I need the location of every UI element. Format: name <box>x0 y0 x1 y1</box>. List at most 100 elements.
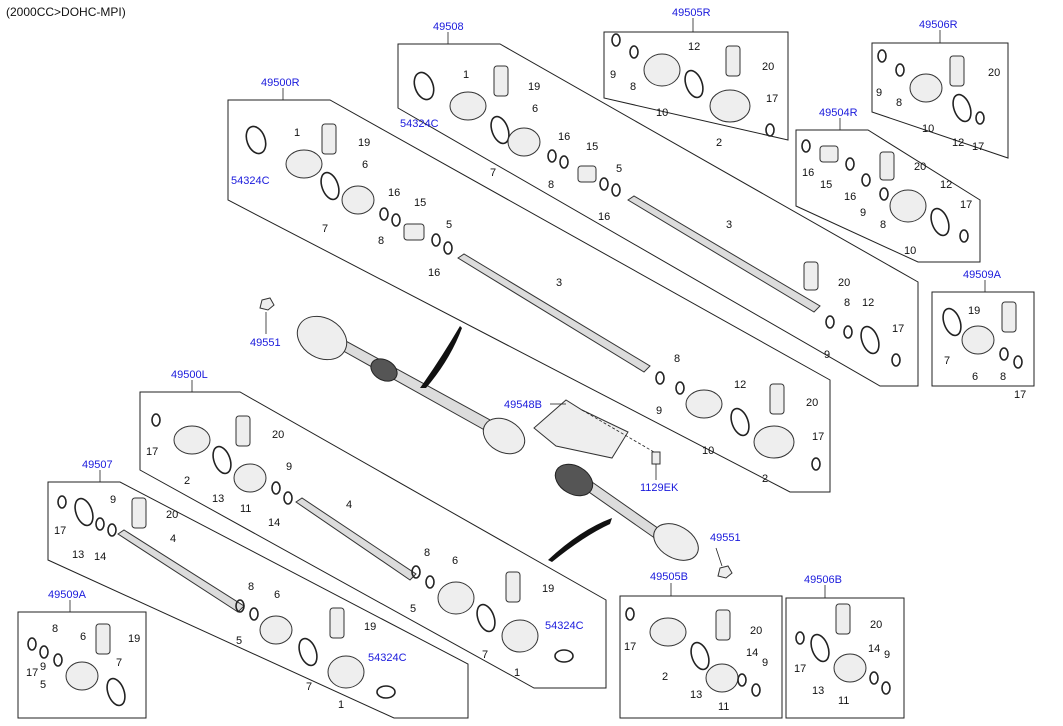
callout-49551-bottom[interactable]: 49551 <box>710 532 741 544</box>
group-label-49507[interactable]: 49507 <box>82 459 113 471</box>
main-axle-assembly <box>259 297 733 579</box>
part-label: 8 <box>52 623 58 635</box>
frame-49506B <box>785 597 905 719</box>
part-label: 5 <box>616 163 622 175</box>
group-label-49500R[interactable]: 49500R <box>261 77 300 89</box>
frame-49505R <box>603 31 789 141</box>
part-label: 9 <box>876 87 882 99</box>
part-label: 1 <box>294 127 300 139</box>
part-label: 5 <box>446 219 452 231</box>
group-label-49508[interactable]: 49508 <box>433 21 464 33</box>
part-label: 2 <box>762 473 768 485</box>
group-label-49505R[interactable]: 49505R <box>672 7 711 19</box>
group-label-49509A-left[interactable]: 49509A <box>48 589 87 601</box>
part-label: 20 <box>762 61 774 73</box>
frame-49500L <box>139 391 607 689</box>
part-label: 6 <box>80 631 86 643</box>
part-label: 13 <box>212 493 224 505</box>
part-label: 17 <box>624 641 636 653</box>
bearing-bracket <box>533 399 629 459</box>
part-label: 17 <box>960 199 972 211</box>
group-frames <box>17 31 1035 719</box>
shaft-49500L <box>295 497 417 581</box>
part-label: 19 <box>968 305 980 317</box>
group-label-49509A-right[interactable]: 49509A <box>963 269 1002 281</box>
part-label: 10 <box>922 123 934 135</box>
part-label: 16 <box>388 187 400 199</box>
group-label-49506B[interactable]: 49506B <box>804 574 842 586</box>
axle-nut-top <box>259 297 275 311</box>
group-label-49504R[interactable]: 49504R <box>819 107 858 119</box>
part-label: 9 <box>884 649 890 661</box>
part-label: 16 <box>558 131 570 143</box>
part-label: 13 <box>690 689 702 701</box>
axle-nut-bottom <box>717 565 733 579</box>
part-label: 8 <box>1000 371 1006 383</box>
part-label: 20 <box>806 397 818 409</box>
part-label: 10 <box>702 445 714 457</box>
part-label: 10 <box>656 107 668 119</box>
part-label: 9 <box>286 461 292 473</box>
part-glyphs <box>27 33 1023 707</box>
part-label: 8 <box>548 179 554 191</box>
part-label: 6 <box>452 555 458 567</box>
part-label: 1 <box>338 699 344 711</box>
part-label: 20 <box>166 509 178 521</box>
part-label: 17 <box>1014 389 1026 401</box>
part-number-labels: 1 19 6 7 16 15 8 5 16 3 20 8 12 9 17 12 … <box>26 41 1026 713</box>
part-label: 10 <box>904 245 916 257</box>
part-label: 7 <box>482 649 488 661</box>
part-label: 17 <box>794 663 806 675</box>
part-label: 17 <box>972 141 984 153</box>
part-label: 7 <box>116 657 122 669</box>
part-label: 2 <box>662 671 668 683</box>
part-label: 14 <box>94 551 106 563</box>
part-label: 13 <box>812 685 824 697</box>
group-label-49505B[interactable]: 49505B <box>650 571 688 583</box>
part-label: 1 <box>463 69 469 81</box>
part-label: 4 <box>346 499 352 511</box>
part-label: 20 <box>272 429 284 441</box>
callout-54324C-49500L[interactable]: 54324C <box>545 620 584 632</box>
part-label: 7 <box>490 167 496 179</box>
callout-54324C-49500R[interactable]: 54324C <box>231 175 270 187</box>
part-label: 9 <box>656 405 662 417</box>
part-label: 6 <box>274 589 280 601</box>
callout-49548B[interactable]: 49548B <box>504 399 542 411</box>
frame-49509A-right <box>931 291 1035 387</box>
frame-49505B <box>619 595 783 719</box>
frame-49507 <box>47 481 469 719</box>
part-label: 8 <box>248 581 254 593</box>
part-label: 17 <box>146 446 158 458</box>
part-label: 9 <box>40 661 46 673</box>
part-label: 13 <box>72 549 84 561</box>
shafts <box>117 195 821 613</box>
part-label: 1 <box>514 667 520 679</box>
callout-49551-top[interactable]: 49551 <box>250 337 281 349</box>
frame-49508 <box>397 43 919 387</box>
part-label: 16 <box>802 167 814 179</box>
group-label-49506R[interactable]: 49506R <box>919 19 958 31</box>
part-label: 20 <box>750 625 762 637</box>
pointer-arrow-bottom <box>548 518 612 562</box>
part-label: 5 <box>40 679 46 691</box>
frame-49509A-left <box>17 611 147 719</box>
part-label: 20 <box>914 161 926 173</box>
part-label: 3 <box>556 277 562 289</box>
part-label: 2 <box>716 137 722 149</box>
group-label-49500L[interactable]: 49500L <box>171 369 208 381</box>
callout-54324C-49507[interactable]: 54324C <box>368 652 407 664</box>
part-label: 12 <box>688 41 700 53</box>
callout-54324C-49508[interactable]: 54324C <box>400 118 439 130</box>
part-label: 20 <box>870 619 882 631</box>
callout-1129EK[interactable]: 1129EK <box>640 482 679 494</box>
part-label: 7 <box>306 681 312 693</box>
part-label: 9 <box>610 69 616 81</box>
part-label: 3 <box>726 219 732 231</box>
pointer-arrow-top <box>420 326 462 388</box>
part-label: 14 <box>268 517 280 529</box>
part-label: 8 <box>424 547 430 559</box>
part-label: 5 <box>410 603 416 615</box>
bracket-bolt <box>651 451 661 465</box>
part-label: 2 <box>184 475 190 487</box>
